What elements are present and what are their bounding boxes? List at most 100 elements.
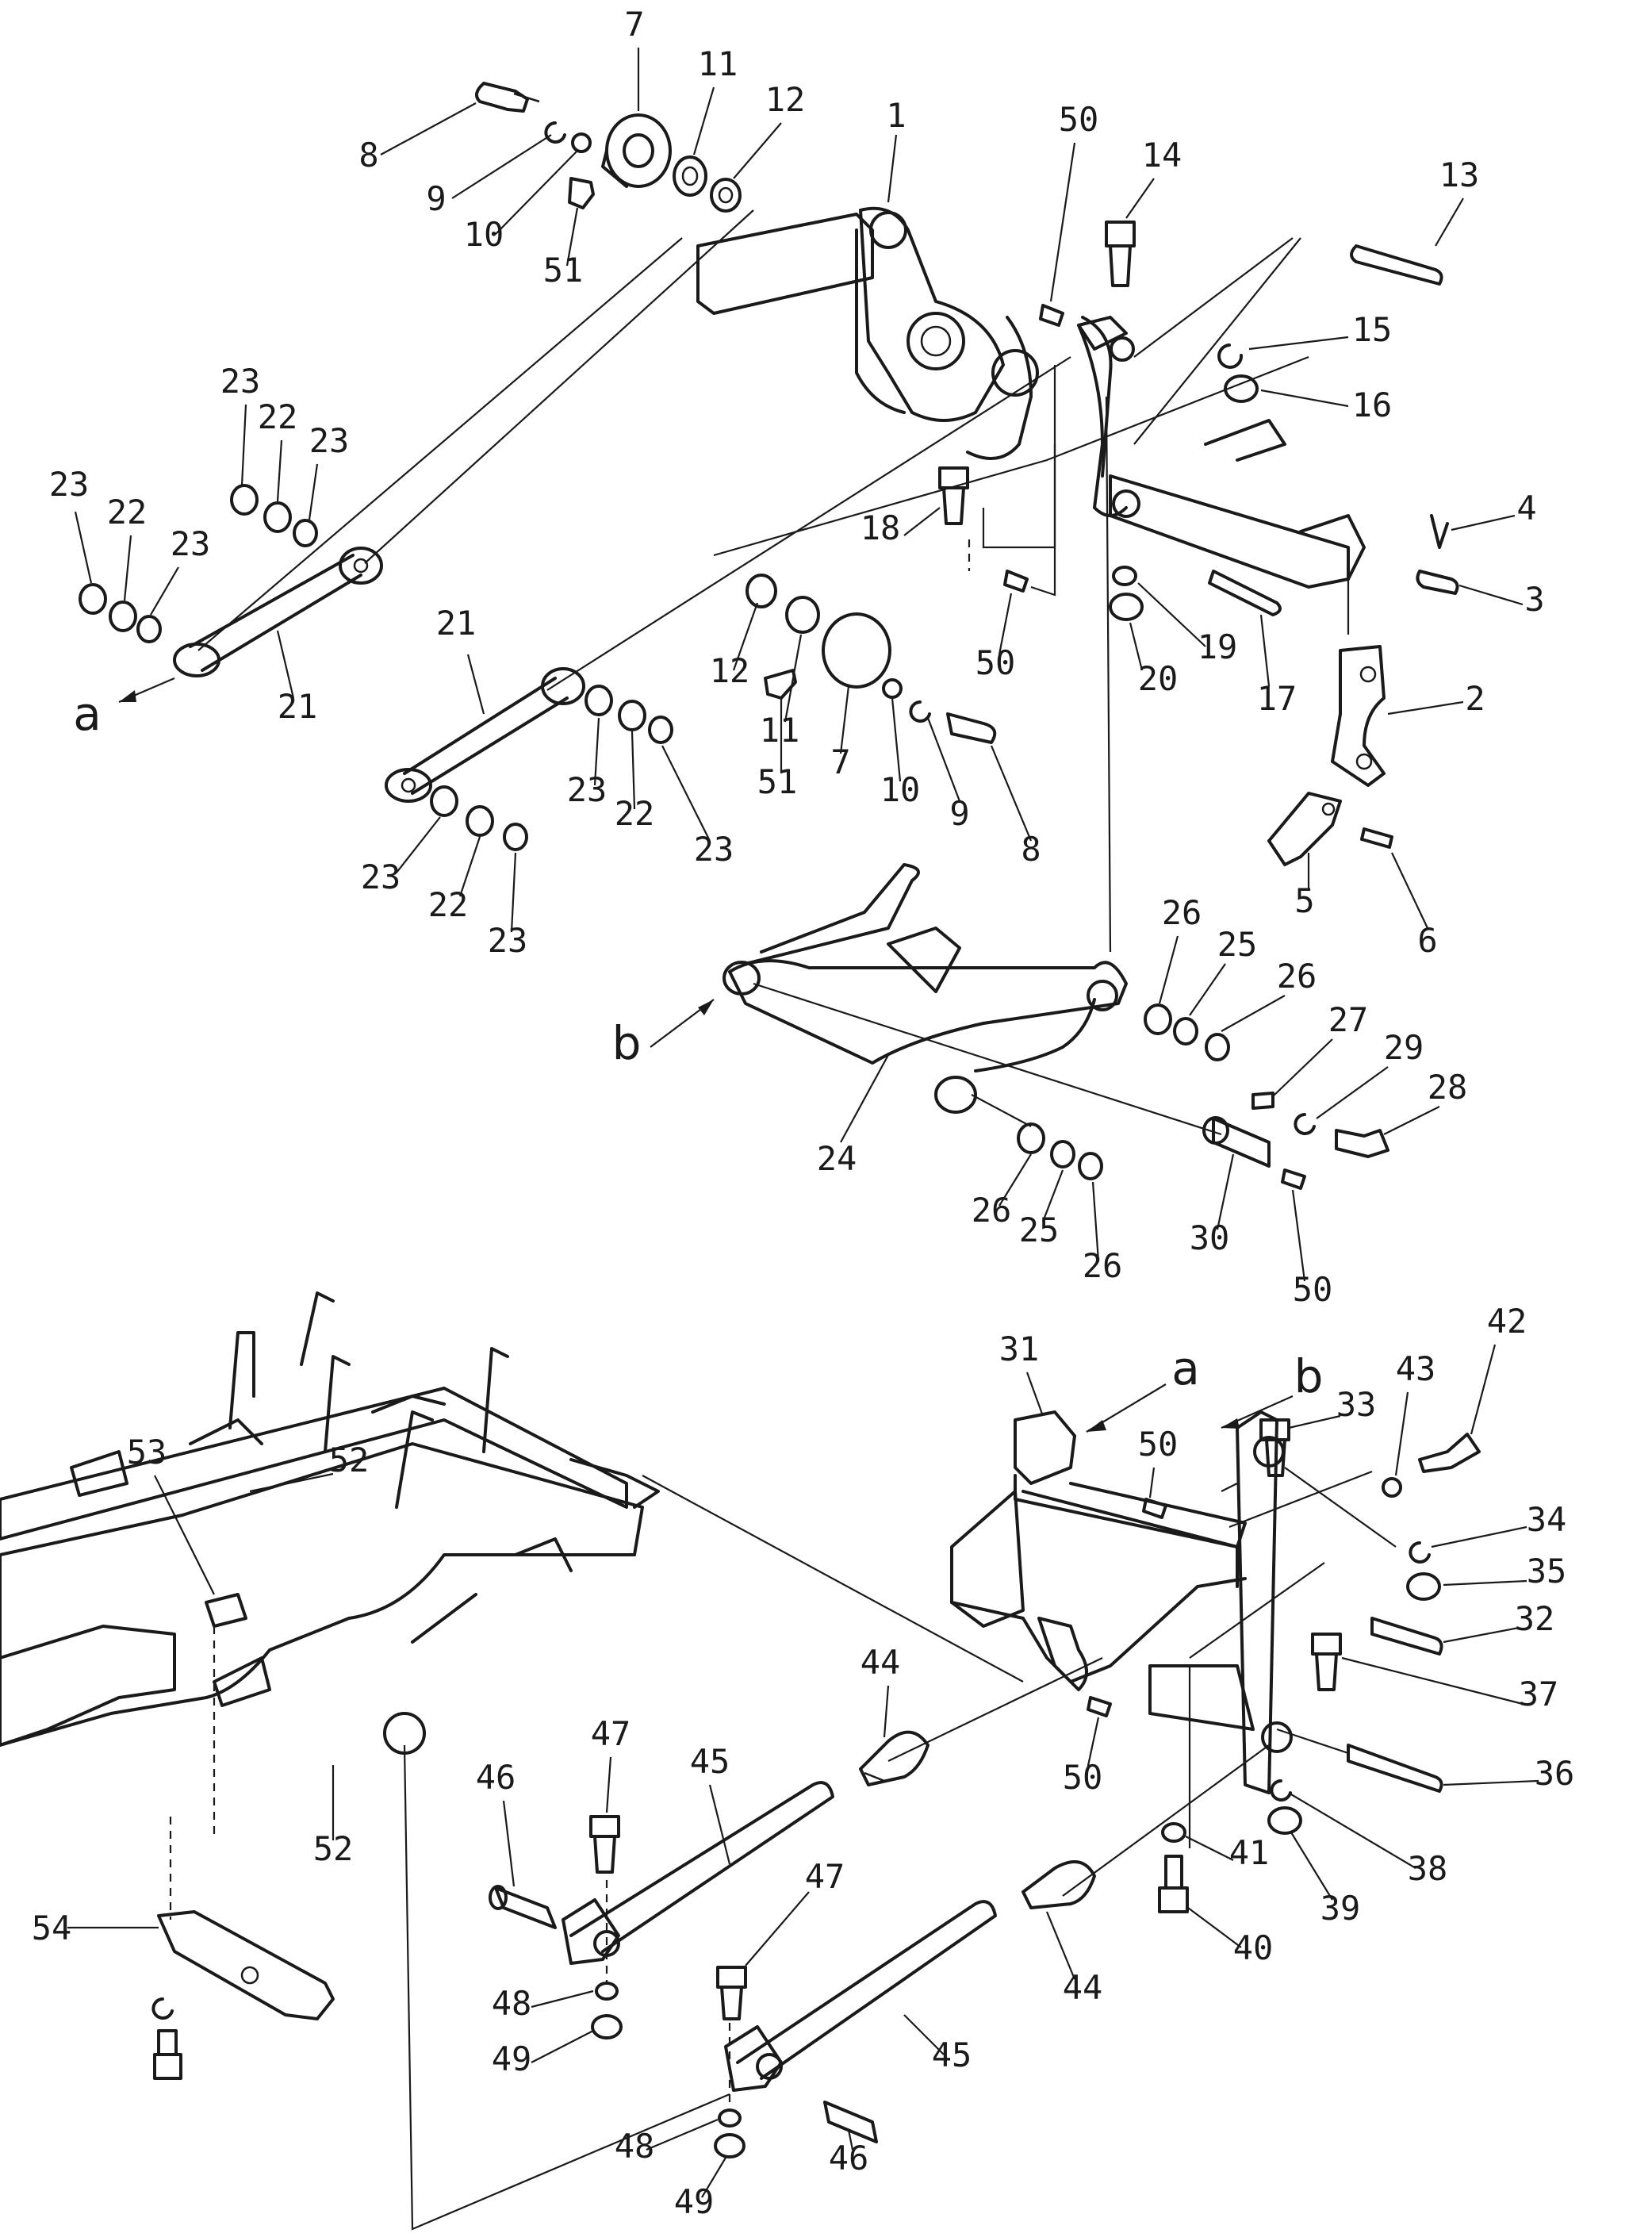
leader-6-1 — [1391, 852, 1428, 929]
arrow-a-upper — [118, 677, 175, 704]
callout-23: 23 — [361, 858, 401, 896]
part-36-pin-lower — [1347, 1744, 1443, 1793]
leader-50-2 — [998, 593, 1013, 655]
callout-45: 45 — [690, 1742, 730, 1781]
leader-24-1 — [840, 1054, 889, 1143]
part-6-bolt — [1360, 827, 1393, 849]
leader-23-7 — [396, 816, 441, 873]
leader-18-1 — [903, 507, 941, 536]
part-47-bolt-lower — [716, 1966, 747, 2020]
leader-25-1 — [1189, 963, 1226, 1016]
callout-48: 48 — [492, 1984, 532, 2023]
leader-20-1 — [1129, 622, 1144, 671]
callout-11: 11 — [698, 44, 738, 83]
leader-26-3 — [998, 1153, 1032, 1207]
leader-30-1 — [1216, 1153, 1235, 1230]
leader-27-1 — [1272, 1038, 1333, 1097]
leader-48-2 — [646, 2118, 719, 2151]
leader-46-2 — [847, 2129, 854, 2151]
leader-17-1 — [1259, 614, 1271, 687]
part-44-rod-end-lower — [1021, 1860, 1096, 1909]
part-3-pin — [1416, 570, 1459, 595]
part-39-nut — [1267, 1806, 1302, 1835]
callout-26: 26 — [1162, 893, 1202, 932]
callout-29: 29 — [1384, 1028, 1424, 1067]
callout-50: 50 — [1063, 1758, 1103, 1797]
leader-23-2 — [240, 404, 247, 486]
callout-27: 27 — [1328, 1000, 1369, 1039]
callout-7: 7 — [624, 5, 644, 44]
callout-35: 35 — [1527, 1552, 1567, 1590]
part-13-pin — [1350, 244, 1443, 286]
part-40-bolt — [1158, 1855, 1189, 1913]
part-50-grease-fitting-5 — [1087, 1696, 1112, 1717]
callout-52: 52 — [313, 1829, 354, 1868]
callout-51: 51 — [757, 762, 798, 801]
leader-31-1 — [1025, 1372, 1044, 1417]
part-7-cover-mid — [822, 612, 891, 689]
leader-3-1 — [1458, 584, 1524, 606]
arrow-a-lower — [1086, 1383, 1167, 1433]
part-1-rocker-bracket — [696, 206, 1039, 460]
bearings-22-23-group-lower-mid — [585, 685, 673, 744]
callout-4: 4 — [1516, 489, 1536, 528]
part-2-link — [1331, 645, 1386, 787]
callout-46: 46 — [829, 2139, 869, 2178]
callout-47: 47 — [591, 1714, 631, 1753]
callout-47: 47 — [805, 1857, 845, 1896]
part-4-clip — [1430, 514, 1449, 549]
leader-49-1 — [531, 2030, 594, 2063]
callout-21: 21 — [278, 687, 318, 726]
part-38-washer — [1270, 1779, 1292, 1801]
callout-41: 41 — [1229, 1833, 1270, 1872]
leader-9-2 — [926, 717, 961, 802]
callout-18: 18 — [860, 508, 901, 547]
callout-7: 7 — [830, 742, 850, 781]
callout-48: 48 — [615, 2127, 655, 2166]
callout-labels: 1234567788991010111112121314151617181920… — [32, 5, 1575, 2221]
callout-9: 9 — [426, 179, 446, 218]
leader-22-1 — [123, 535, 132, 601]
leader-28-1 — [1383, 1106, 1440, 1135]
part-10-washer-mid — [882, 678, 903, 699]
callout-38: 38 — [1408, 1849, 1448, 1888]
callout-8: 8 — [358, 136, 378, 175]
callout-46: 46 — [476, 1758, 516, 1797]
part-16-nut — [1224, 374, 1259, 403]
callout-23: 23 — [220, 362, 261, 401]
arrow-b-lower — [1221, 1395, 1294, 1429]
part-32-pin-lower — [1370, 1617, 1443, 1656]
callout-3: 3 — [1524, 580, 1544, 619]
callout-17: 17 — [1257, 679, 1297, 718]
leader-50-3 — [1291, 1189, 1306, 1282]
leader-32-1 — [1443, 1626, 1520, 1644]
part-21-link-rod-lower — [385, 667, 585, 803]
leader-33-1 — [1288, 1414, 1341, 1429]
callout-42: 42 — [1487, 1302, 1527, 1341]
part-35-nut — [1406, 1572, 1441, 1601]
part-8-bolt-mid — [946, 712, 997, 744]
callout-34: 34 — [1527, 1500, 1567, 1539]
callout-19: 19 — [1198, 627, 1238, 666]
leader-10-2 — [891, 697, 902, 782]
part-47-bolt-upper — [589, 1815, 620, 1874]
assembly-dashed-lines — [169, 539, 971, 2110]
leader-38-1 — [1290, 1794, 1416, 1869]
callout-14: 14 — [1142, 136, 1182, 175]
part-12-bearing-upper — [710, 178, 742, 213]
callout-31: 31 — [999, 1330, 1040, 1368]
part-15-washer — [1217, 343, 1244, 369]
leader-41-1 — [1185, 1836, 1234, 1861]
callout-44: 44 — [1063, 1968, 1103, 2007]
bearings-22-23-group-lower-left — [430, 785, 528, 851]
bearings-25-26-group-right — [1144, 1003, 1230, 1061]
leader-22-4 — [458, 836, 481, 897]
leader-9-1 — [451, 134, 552, 199]
callout-26: 26 — [972, 1191, 1012, 1230]
bearings-22-23-group-upper — [230, 484, 318, 547]
callout-49: 49 — [674, 2182, 715, 2221]
callout-25: 25 — [1019, 1211, 1060, 1249]
marker-a-1: a — [73, 687, 102, 741]
leader-2-1 — [1387, 700, 1464, 716]
